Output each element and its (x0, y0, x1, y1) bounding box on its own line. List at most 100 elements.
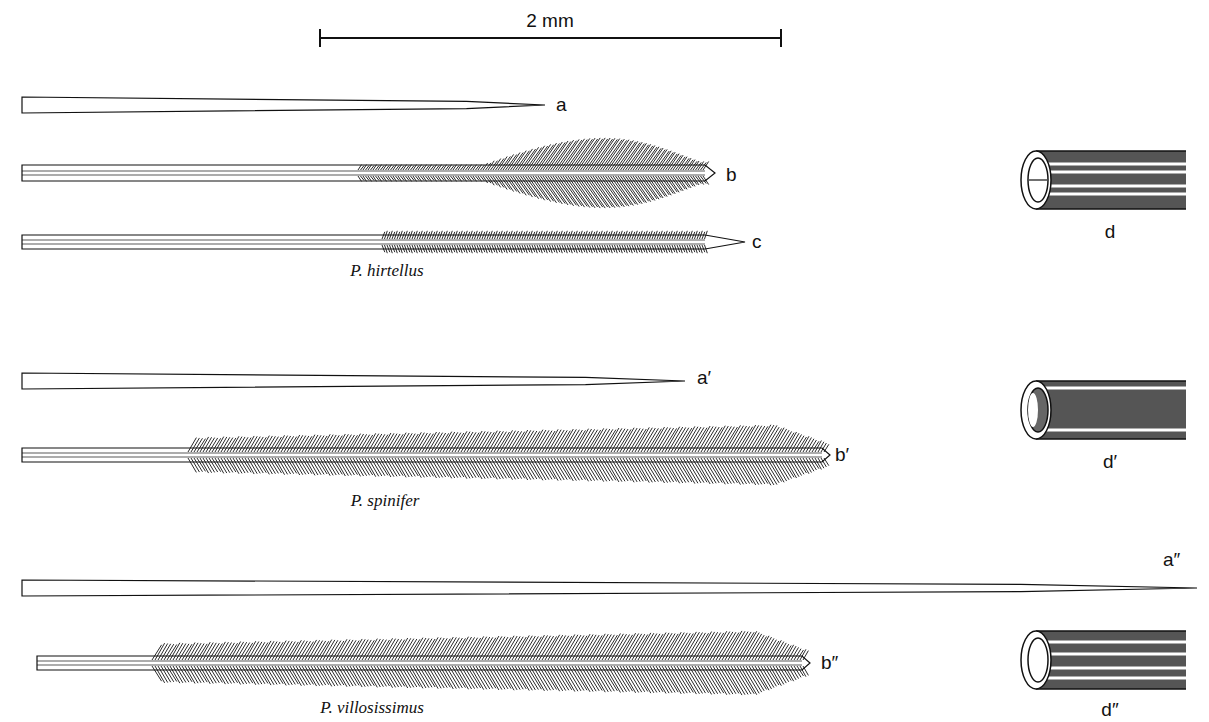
setule (647, 232, 650, 239)
setule (663, 152, 675, 170)
setule (477, 232, 480, 239)
setule (275, 641, 286, 660)
setule (681, 176, 690, 188)
setule (500, 245, 503, 253)
setule (562, 232, 565, 239)
setule (623, 458, 637, 482)
setule (278, 641, 289, 660)
setule (452, 433, 464, 452)
callout-letter: d″ (1101, 700, 1118, 719)
setule (368, 458, 379, 476)
setule (402, 245, 405, 252)
setule (607, 232, 610, 239)
setule (443, 432, 455, 452)
setule (377, 435, 388, 452)
setule (440, 458, 452, 478)
setule (335, 666, 347, 687)
setule (563, 666, 578, 691)
setule (548, 635, 563, 660)
setule (278, 666, 289, 685)
setule (592, 232, 595, 239)
setule (491, 637, 505, 660)
setule (818, 442, 824, 452)
setule (446, 458, 458, 478)
setule (260, 666, 271, 685)
setule (350, 434, 361, 452)
setule (698, 176, 704, 185)
setule (672, 232, 675, 239)
setule (407, 232, 410, 239)
setule (472, 232, 475, 239)
setule (578, 634, 593, 660)
setule (587, 245, 590, 252)
setule (490, 245, 493, 253)
setule (675, 245, 678, 253)
setule (167, 666, 177, 682)
species-name: P. hirtellus (350, 262, 423, 279)
setule (746, 666, 762, 692)
setule (227, 666, 238, 683)
setule (479, 637, 493, 660)
setule (434, 458, 446, 477)
setule (542, 232, 545, 239)
setule (515, 666, 529, 691)
setule (665, 231, 668, 239)
species-name: P. villosissimus (320, 699, 424, 716)
seta-shaft (22, 235, 745, 249)
setule (467, 232, 470, 239)
setule (245, 666, 256, 685)
setule (644, 458, 658, 482)
setule (401, 433, 412, 452)
setule (338, 666, 350, 686)
setule (612, 245, 615, 252)
setule (350, 639, 362, 660)
setule (455, 245, 458, 253)
setule (442, 245, 445, 252)
setule (687, 245, 690, 252)
setule (359, 458, 370, 475)
setule (618, 141, 638, 170)
setule (422, 434, 433, 452)
setule (682, 232, 685, 239)
setules (152, 138, 829, 695)
setule (535, 231, 538, 239)
setule (500, 231, 503, 239)
tube-body (1036, 381, 1186, 439)
setule (464, 666, 478, 688)
setule (800, 666, 806, 677)
setule (676, 157, 686, 170)
setule (430, 231, 433, 239)
setule (517, 232, 520, 239)
setule (626, 428, 640, 452)
setule (430, 245, 433, 253)
setule (392, 434, 403, 452)
setule (302, 666, 314, 684)
setule (422, 458, 433, 476)
setule (443, 458, 455, 478)
setule (740, 425, 756, 452)
setule (518, 636, 532, 660)
setule (605, 458, 619, 482)
setule (515, 231, 518, 239)
setule (615, 231, 618, 239)
setule (510, 231, 513, 239)
setule (308, 666, 320, 686)
setule (540, 231, 543, 239)
setule (611, 458, 625, 481)
setule (660, 245, 663, 253)
setule (397, 245, 400, 252)
setule (565, 231, 568, 239)
setule (380, 433, 391, 452)
setule (645, 245, 648, 253)
setule (578, 666, 593, 692)
setule (638, 176, 655, 201)
setule (344, 458, 354, 475)
setule (662, 232, 665, 239)
setule (702, 245, 705, 252)
setule (545, 635, 560, 660)
setule (605, 245, 608, 253)
setule (610, 245, 613, 253)
setule (527, 232, 530, 239)
setule (626, 176, 645, 202)
setule (353, 458, 364, 476)
